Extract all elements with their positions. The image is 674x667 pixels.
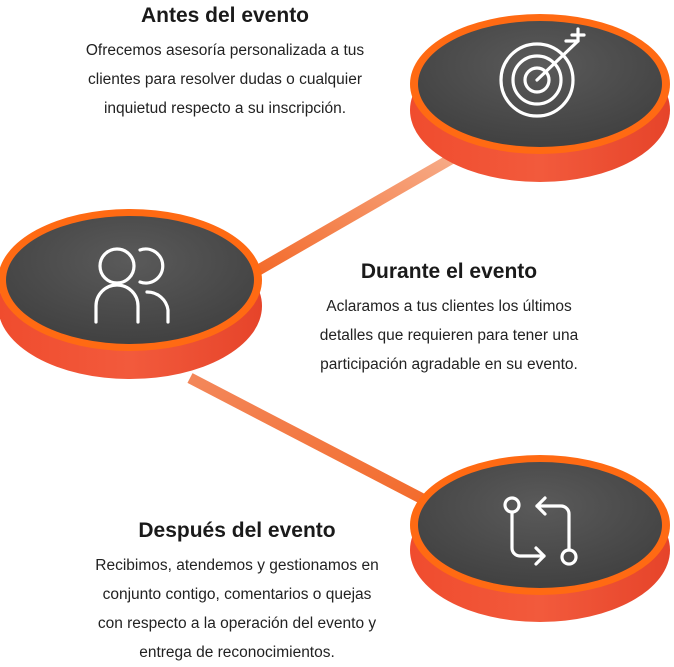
connector-line-1 [252, 143, 473, 277]
step-before-text: Antes del evento Ofrecemos asesoría pers… [40, 2, 410, 123]
description-line: conjunto contigo, comentarios o quejas [102, 586, 372, 603]
description-line: entrega de reconocimientos. [139, 644, 335, 661]
step-after-description: Recibimos, atendemos y gestionamos en co… [52, 551, 422, 667]
description-line: Aclaramos a tus clientes los últimos [326, 298, 572, 315]
step-during-title: Durante el evento [360, 260, 538, 283]
git-compare-icon [503, 496, 578, 566]
step-disc-before [410, 14, 670, 182]
description-line: con respecto a la operación del evento y [97, 615, 377, 632]
step-after-title: Después del evento [138, 519, 336, 542]
step-during-text: Durante el evento Aclaramos a tus client… [284, 258, 614, 379]
step-after-text: Después del evento Recibimos, atendemos … [52, 517, 422, 667]
description-line: detalles que requieren para tener una [319, 327, 579, 344]
description-line: inquietud respecto a su inscripción. [103, 100, 347, 117]
description-line: participación agradable en su evento. [320, 356, 578, 373]
description-line: Ofrecemos asesoría personalizada a tus [85, 42, 365, 59]
step-disc-after [410, 455, 670, 622]
target-icon [499, 27, 586, 118]
description-line: Recibimos, atendemos y gestionamos en [95, 557, 379, 574]
step-before-title: Antes del evento [140, 4, 310, 27]
connector-line-2 [187, 373, 443, 513]
step-during-description: Aclaramos a tus clientes los últimos det… [284, 292, 614, 379]
users-icon [94, 247, 170, 324]
step-before-description: Ofrecemos asesoría personalizada a tus c… [40, 36, 410, 123]
step-disc-during [0, 209, 262, 379]
description-line: clientes para resolver dudas o cualquier [88, 71, 362, 88]
